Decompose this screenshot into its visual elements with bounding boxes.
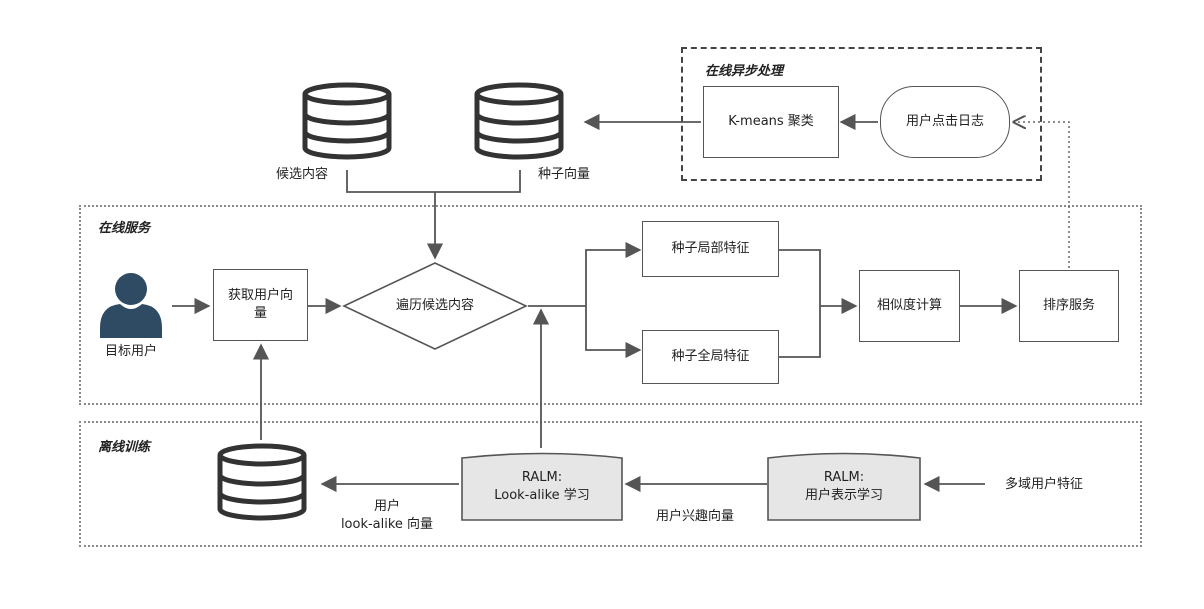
similarity-box: 相似度计算 <box>859 270 960 342</box>
candidate-db-label: 候选内容 <box>275 167 328 182</box>
seed-vector-db-icon <box>474 82 564 160</box>
user-icon <box>100 272 162 340</box>
ranking-feedback-arrow <box>1014 122 1070 268</box>
to-seed-global-arrow <box>585 306 642 359</box>
multi-domain-features-label: 多域用户特征 <box>1004 477 1083 492</box>
ralm-repr-line2: 用户表示学习 <box>804 487 883 503</box>
ralm-lookalike-line2: Look-alike 学习 <box>494 487 590 503</box>
online-service-title: 在线服务 <box>98 221 151 236</box>
get-user-vector-box: 获取用户向量 <box>213 269 308 341</box>
kmeans-box: K-means 聚类 <box>703 86 839 158</box>
seed-merge-line <box>779 249 821 358</box>
ralm-lookalike-line1: RALM: <box>521 469 563 485</box>
seed-vector-db-label: 种子向量 <box>537 167 590 182</box>
candidate-db-icon <box>302 82 392 160</box>
async-processing-region <box>681 47 1042 181</box>
to-seed-local-arrow <box>585 241 642 306</box>
traverse-candidates-diamond: 遍历候选内容 <box>342 261 528 351</box>
traverse-label: 遍历候选内容 <box>395 298 474 313</box>
ralm-repr-line1: RALM: <box>823 469 865 485</box>
lookalike-vector-line1: 用户 <box>373 499 400 514</box>
target-user-label: 目标用户 <box>104 344 157 359</box>
ralm-representation-box: RALM: 用户表示学习 <box>767 452 921 521</box>
seed-local-feature-box: 种子局部特征 <box>642 221 779 277</box>
click-log-box: 用户点击日志 <box>880 86 1010 158</box>
db-merge-line <box>346 170 521 193</box>
seed-global-feature-box: 种子全局特征 <box>642 330 779 384</box>
lookalike-vector-label: 用户 look-alike 向量 <box>322 498 452 534</box>
lookalike-vector-line2: look-alike 向量 <box>340 517 434 532</box>
user-interest-vector-label: 用户兴趣向量 <box>655 509 734 524</box>
async-processing-title: 在线异步处理 <box>705 64 784 79</box>
lookalike-db-icon <box>217 443 307 521</box>
offline-training-region <box>79 421 1142 547</box>
online-service-region <box>79 205 1142 405</box>
ralm-lookalike-box: RALM: Look-alike 学习 <box>461 452 623 521</box>
ranking-service-box: 排序服务 <box>1019 270 1119 342</box>
offline-training-title: 离线训练 <box>98 440 151 455</box>
